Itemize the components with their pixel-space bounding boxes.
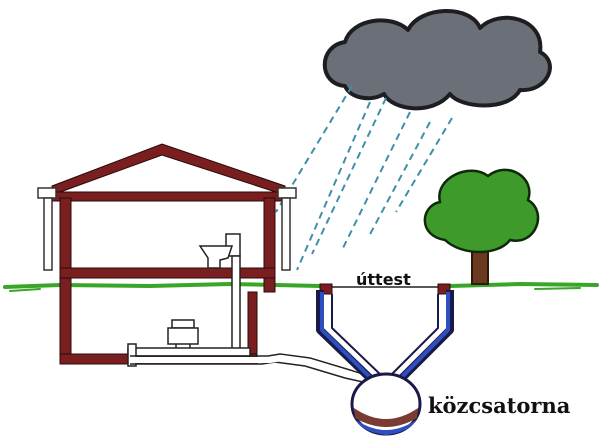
main-sewer-pipe — [350, 372, 422, 436]
ground-line — [3, 281, 599, 292]
sewer-label: közcsatorna — [428, 393, 571, 418]
road-label: úttest — [356, 270, 411, 289]
left-wall — [59, 197, 72, 365]
rain-lines — [275, 85, 453, 271]
gully-walls — [316, 290, 454, 387]
upper-floor — [59, 267, 276, 279]
roof — [51, 143, 286, 196]
road-trench — [319, 283, 451, 295]
right-wall — [263, 197, 276, 293]
tree-icon — [423, 168, 540, 285]
toilet-icon — [198, 233, 241, 269]
downspouts — [37, 187, 297, 271]
house-connection-pipe — [130, 353, 375, 385]
rain-cloud-icon — [322, 9, 552, 111]
floor-drain-icon — [167, 327, 199, 345]
